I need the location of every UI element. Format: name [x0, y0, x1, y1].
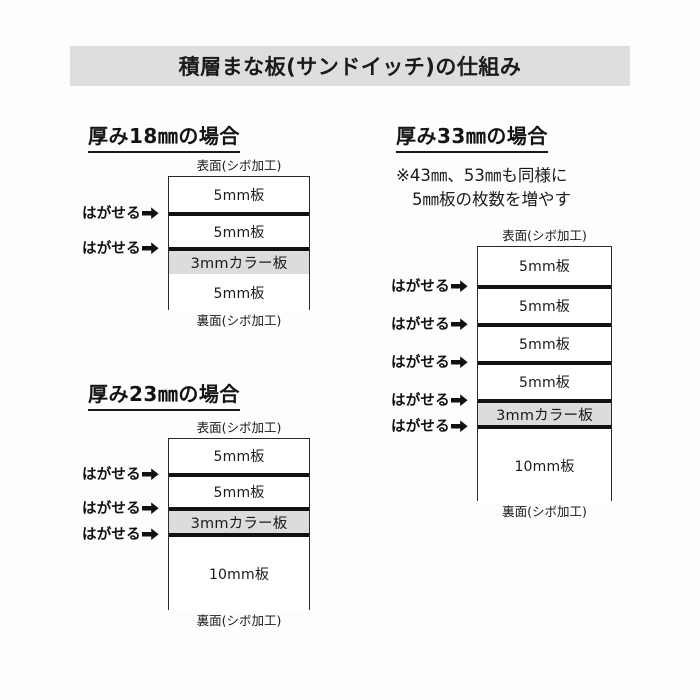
peelable-label: はがせる — [391, 316, 450, 333]
peelable-callout-thickness-33-4: はがせる — [391, 393, 468, 408]
layer-label: 5mm板 — [213, 285, 265, 302]
note-line-2: 5㎜板の枚数を増やす — [412, 189, 571, 209]
layer-2: 5mm板 — [478, 285, 611, 323]
layer-3: 3mmカラー板 — [169, 507, 309, 533]
stack-diagram-18mm: 表面(シボ加工) 5mm板 5mm板 3mmカラー板 5mm板 裏面(シボ加工) — [168, 158, 310, 328]
layer-stack-18mm: 5mm板 5mm板 3mmカラー板 5mm板 — [168, 176, 310, 311]
layer-label: 5mm板 — [213, 449, 265, 465]
layer-label: 3mmカラー板 — [496, 407, 593, 424]
peelable-callout-thickness-33-1: はがせる — [391, 279, 468, 294]
right-arrow-icon — [141, 502, 159, 515]
layer-label: 10mm板 — [514, 458, 575, 475]
layer-4: 5mm板 — [169, 274, 309, 311]
right-arrow-icon — [450, 394, 468, 407]
peelable-label: はがせる — [391, 354, 450, 371]
layer-label: 3mmカラー板 — [190, 515, 288, 532]
right-arrow-icon — [450, 420, 468, 433]
bottom-face-label-23mm: 裏面(シボ加工) — [196, 613, 282, 628]
peelable-label: はがせる — [82, 526, 141, 543]
bottom-face-label-18mm: 裏面(シボ加工) — [196, 313, 282, 328]
peelable-label: はがせる — [391, 278, 450, 295]
peelable-label: はがせる — [82, 500, 141, 517]
layer-6: 10mm板 — [478, 425, 611, 502]
layer-label: 10mm板 — [208, 567, 270, 583]
stack-diagram-33mm: 表面(シボ加工) 5mm板 5mm板 5mm板 5mm板 3mmカラー板 10mm板 裏面… — [477, 228, 612, 519]
right-arrow-icon — [450, 318, 468, 331]
layer-1: 5mm板 — [169, 177, 309, 212]
peelable-callout-thickness-18-2: はがせる — [82, 241, 159, 256]
right-arrow-icon — [141, 468, 159, 481]
peelable-label: はがせる — [82, 240, 141, 257]
layer-label: 5mm板 — [519, 299, 570, 315]
layer-label: 5mm板 — [519, 375, 570, 391]
top-face-label-18mm: 表面(シボ加工) — [196, 158, 282, 173]
peelable-callout-thickness-33-5: はがせる — [391, 419, 468, 434]
layer-label: 5mm板 — [213, 485, 265, 501]
title-banner: 積層まな板(サンドイッチ)の仕組み — [70, 46, 630, 86]
right-arrow-icon — [450, 280, 468, 293]
section-heading-23mm: 厚み23㎜の場合 — [88, 378, 240, 411]
layer-1: 5mm板 — [478, 247, 611, 285]
peelable-label: はがせる — [82, 205, 141, 222]
top-face-label-23mm: 表面(シボ加工) — [196, 420, 282, 435]
layer-4: 5mm板 — [478, 361, 611, 399]
layer-label: 5mm板 — [519, 337, 570, 353]
top-face-label-33mm: 表面(シボ加工) — [502, 228, 587, 243]
section-heading-33mm: 厚み33㎜の場合 — [396, 120, 548, 153]
peelable-callout-thickness-23-3: はがせる — [82, 527, 159, 542]
layer-2: 5mm板 — [169, 473, 309, 507]
peelable-label: はがせる — [391, 392, 450, 409]
right-arrow-icon — [141, 242, 159, 255]
note-block-33mm: ※43㎜、53㎜も同様に 5㎜板の枚数を増やす — [396, 164, 646, 212]
note-line-1: ※43㎜、53㎜も同様に — [396, 166, 568, 185]
right-arrow-icon — [141, 528, 159, 541]
layer-3: 5mm板 — [478, 323, 611, 361]
layer-stack-23mm: 5mm板 5mm板 3mmカラー板 10mm板 — [168, 438, 310, 611]
stack-diagram-23mm: 表面(シボ加工) 5mm板 5mm板 3mmカラー板 10mm板 裏面(シボ加工) — [168, 420, 310, 628]
peelable-label: はがせる — [82, 466, 141, 483]
layer-label: 5mm板 — [519, 259, 570, 275]
peelable-callout-thickness-23-1: はがせる — [82, 467, 159, 482]
layer-label: 5mm板 — [213, 224, 265, 241]
peelable-label: はがせる — [391, 418, 450, 435]
peelable-callout-thickness-18-1: はがせる — [82, 206, 159, 221]
layer-4: 10mm板 — [169, 533, 309, 611]
page-title: 積層まな板(サンドイッチ)の仕組み — [178, 55, 522, 79]
peelable-callout-thickness-23-2: はがせる — [82, 501, 159, 516]
layer-3: 3mmカラー板 — [169, 247, 309, 274]
right-arrow-icon — [450, 356, 468, 369]
layer-5: 3mmカラー板 — [478, 399, 611, 425]
section-heading-18mm: 厚み18㎜の場合 — [88, 120, 240, 153]
layer-label: 3mmカラー板 — [190, 256, 288, 272]
layer-stack-33mm: 5mm板 5mm板 5mm板 5mm板 3mmカラー板 10mm板 — [477, 246, 612, 502]
peelable-callout-thickness-33-3: はがせる — [391, 355, 468, 370]
layer-label: 5mm板 — [213, 187, 265, 204]
peelable-callout-thickness-33-2: はがせる — [391, 317, 468, 332]
right-arrow-icon — [141, 207, 159, 220]
layer-2: 5mm板 — [169, 212, 309, 247]
layer-1: 5mm板 — [169, 439, 309, 473]
bottom-face-label-33mm: 裏面(シボ加工) — [502, 504, 587, 519]
